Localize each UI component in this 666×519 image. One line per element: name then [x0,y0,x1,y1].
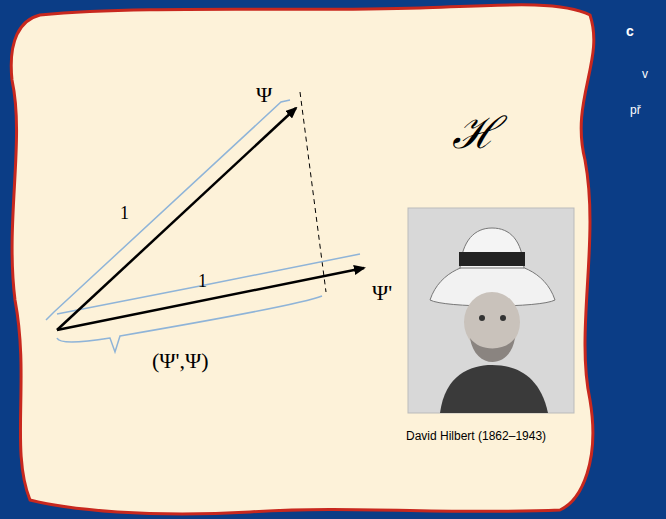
vector-label: Ψ [256,84,272,106]
cut-text: př [630,104,641,116]
cut-text: c [626,24,634,38]
space-blob [11,5,594,514]
inner-product-label: (Ψ',Ψ) [152,350,209,372]
portrait-photo [408,208,574,413]
cut-text: v [642,68,648,80]
norm-label: 1 [198,272,207,290]
norm-label: 1 [120,204,129,222]
unit-brace [57,254,360,314]
vector-arrow [57,108,296,330]
vector-label: Ψ' [372,282,392,304]
unit-brace [46,100,290,320]
space-symbol: ℋ [452,112,499,156]
photo-caption: David Hilbert (1862–1943) [406,430,546,442]
vector-arrow [57,268,364,330]
